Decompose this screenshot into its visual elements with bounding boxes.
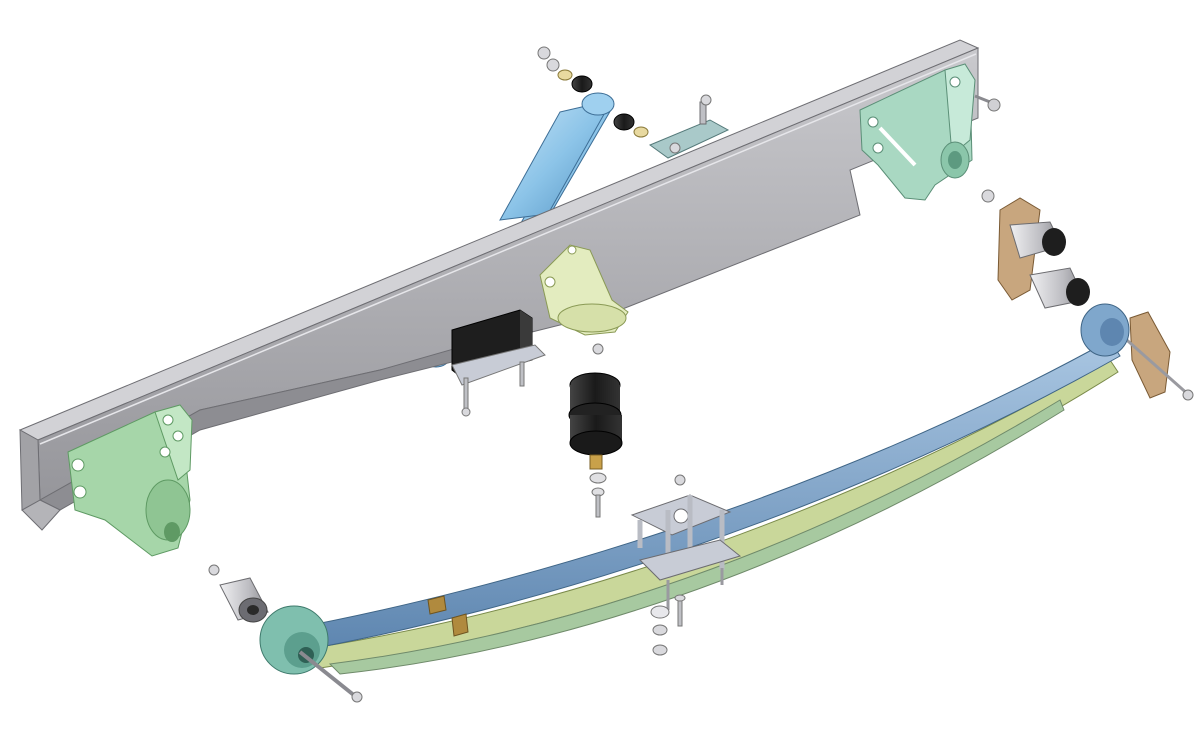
bump-stop [568,343,623,518]
rear-hanger-bracket [859,63,1001,201]
front-hanger-bracket [67,404,193,557]
rear-spring-eye [1080,303,1130,357]
front-spring-eye-bushing [208,564,269,623]
leaf-spring [283,339,1121,675]
frame-rail [18,39,980,531]
rear-shackle-assembly [981,189,1194,401]
bump-stop-mount [539,244,629,336]
shock-mount-plate [648,94,730,159]
u-bolt-assembly [630,474,742,656]
front-spring-eye [259,605,363,703]
shock-upper-hardware [537,46,649,138]
jounce-block-assembly [451,309,546,417]
